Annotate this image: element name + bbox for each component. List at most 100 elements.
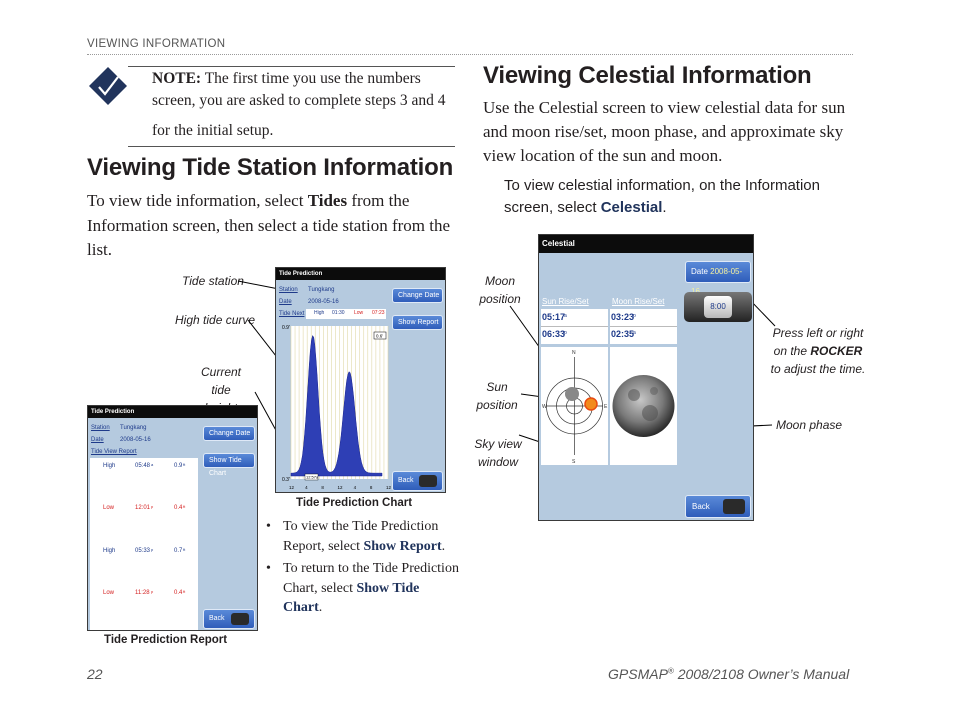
sun-rise-time: 05:17 — [542, 312, 566, 322]
celestial-back-button[interactable]: Back — [685, 495, 751, 518]
row0-height: 0.9 — [174, 463, 183, 469]
show-tide-chart-button[interactable]: Show Tide Chart — [203, 453, 255, 477]
callout-sky-view: Sky view window — [470, 435, 526, 471]
tide-next-high-time: 01:30 — [332, 310, 345, 316]
celestial-screen: Celestial Date 2008-05-16 Sun Rise/Set M… — [538, 234, 754, 521]
back-arrow-icon — [231, 613, 249, 625]
footer-title-b: 2008/2108 Owner’s Manual — [673, 666, 850, 682]
celestial-date-button[interactable]: Date 2008-05-16 — [685, 261, 751, 296]
cel-instr-pre: To view celestial information, on the In… — [504, 177, 820, 216]
row0-unit: ft — [183, 462, 186, 467]
tide-chart-screen: Tide Prediction Station Tungkang Date 20… — [275, 267, 446, 493]
moon-rise-set-label: Moon Rise/Set — [612, 297, 665, 306]
cel-date-value: 2008-05-16 — [691, 267, 743, 296]
header-rule — [87, 54, 853, 55]
row3-height: 0.4 — [174, 590, 183, 596]
compass-w: W — [542, 404, 547, 410]
bullet1-pre: To view the Tide Prediction Report, sele… — [283, 519, 439, 554]
chart-station-value: Tungkang — [308, 287, 335, 293]
moon-rise-sfx: p — [633, 313, 636, 319]
compass-e: E — [604, 404, 608, 410]
note-rule-top — [128, 66, 455, 67]
tide-body-post: from the Information screen, then select… — [87, 191, 451, 259]
sun-position-icon — [584, 397, 598, 411]
report-station-value: Tungkang — [120, 425, 147, 431]
report-station-label: Station — [91, 425, 110, 431]
chart-date-label: Date — [279, 299, 292, 305]
note-line2: screen, you are asked to complete steps … — [152, 92, 446, 109]
note-line1: The first time you use the numbers — [204, 70, 421, 87]
running-head: VIEWING INFORMATION — [87, 38, 226, 50]
checkmark-note-icon — [89, 67, 127, 105]
row3-sfx: p — [151, 589, 154, 594]
row3-unit: ft — [183, 589, 186, 594]
row2-sfx: p — [151, 547, 154, 552]
chart-current-time: 12:57a — [306, 475, 319, 480]
report-screen-title: Tide Prediction — [88, 406, 257, 418]
cel-date-label: Date — [691, 267, 708, 276]
x-tick-label: 8 — [370, 485, 373, 490]
chart-station-label: Station — [279, 287, 298, 293]
x-tick-label: 12 — [386, 485, 391, 490]
sky-view-window: N E S W — [541, 347, 608, 465]
callout-press-2-pre: on the — [773, 344, 811, 358]
callout-sun-1: Sun — [486, 380, 508, 394]
moon-set-time: 02:35 — [611, 329, 635, 339]
row1-unit: ft — [183, 504, 186, 509]
moon-phase-icon — [612, 375, 675, 437]
bullet-show-report: To view the Tide Prediction Report, sele… — [266, 517, 461, 556]
callout-sun-2: position — [476, 398, 518, 412]
change-date-button[interactable]: Change Date — [392, 288, 443, 303]
callout-press-rocker: Press left or right on the ROCKER to adj… — [762, 324, 874, 378]
tide-next-high: High — [314, 310, 325, 316]
callout-press-2-bold: ROCKER — [810, 344, 863, 358]
tide-body-pre: To view tide information, select — [87, 191, 308, 210]
chart-y-bottom: 0.3' — [282, 477, 290, 483]
bullet2-bold: Show Tide Chart — [283, 580, 420, 616]
back-arrow-icon — [723, 499, 745, 514]
callout-press-1: Press left or right — [772, 326, 864, 340]
report-back-button[interactable]: Back — [203, 609, 255, 629]
time-value: 8:00 — [704, 296, 732, 318]
callout-high-tide-curve: High tide curve — [175, 313, 256, 327]
callout-moon-2: position — [479, 292, 521, 306]
callout-moon-1: Moon — [484, 274, 516, 288]
note-rule-bottom — [128, 146, 455, 147]
row2-time: 05:33 — [135, 548, 151, 554]
note-text: NOTE: The first time you use the numbers… — [152, 68, 452, 142]
callout-current-1: Current tide — [200, 365, 241, 397]
tide-heading: Viewing Tide Station Information — [87, 154, 454, 181]
row0-sfx: a — [151, 462, 154, 467]
callout-sun-position: Sun position — [474, 378, 520, 414]
time-rocker-slider[interactable]: 8:00 — [684, 292, 752, 322]
celestial-body: Use the Celestial screen to view celesti… — [483, 98, 846, 165]
callout-tide-station: Tide station — [182, 274, 244, 288]
tide-next-low: Low — [354, 310, 364, 316]
sun-set-time: 06:33 — [542, 329, 566, 339]
moon-set-sfx: a — [633, 330, 636, 336]
chart-back-button[interactable]: Back — [392, 471, 443, 491]
row1-sfx: p — [151, 504, 154, 509]
row2-height: 0.7 — [174, 548, 183, 554]
compass-s: S — [572, 459, 576, 465]
sky-view-diagram: N E S W — [542, 350, 608, 465]
tide-bullets: To view the Tide Prediction Report, sele… — [266, 517, 461, 621]
x-tick-label: 12 — [289, 485, 295, 490]
show-report-button[interactable]: Show Report — [392, 315, 443, 330]
callout-press-3: to adjust the time. — [770, 362, 866, 376]
row2-type: High — [103, 548, 116, 554]
moon-position-icon — [565, 387, 579, 401]
x-tick-label: 8 — [321, 485, 324, 490]
tide-body: To view tide information, select Tides f… — [87, 189, 459, 263]
chart-date-value: 2008-05-16 — [308, 299, 339, 305]
report-date-label: Date — [91, 437, 104, 443]
report-change-date-button[interactable]: Change Date — [203, 426, 255, 441]
celestial-screen-title: Celestial — [539, 235, 753, 253]
celestial-heading: Viewing Celestial Information — [483, 62, 812, 89]
tide-report-screen: Tide Prediction Station Tungkang Date 20… — [87, 405, 258, 631]
moon-rise-time: 03:23 — [611, 312, 635, 322]
